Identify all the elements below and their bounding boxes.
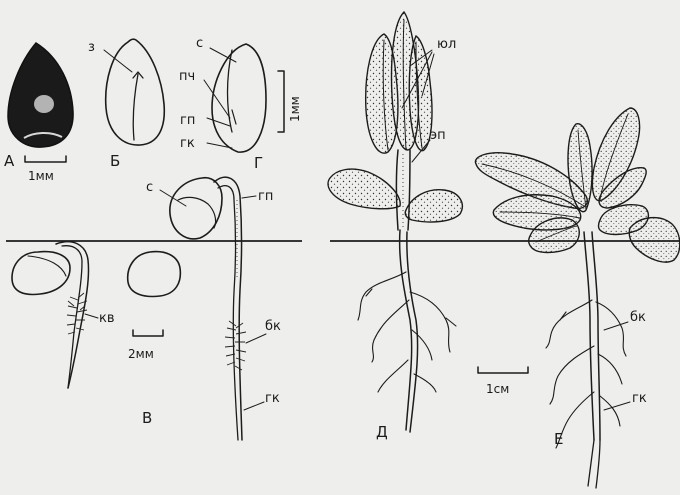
panel-e-letter: Е [554, 430, 563, 448]
seedling-2-root-hairs [225, 321, 246, 370]
label-gp-leader [207, 118, 230, 126]
d-root-main [400, 230, 418, 432]
seedling-1-hypocotyl [56, 242, 89, 388]
label-gk2: гк [265, 391, 280, 406]
e-leaf-right-large [629, 218, 680, 262]
section-cotyledon-line [228, 50, 233, 132]
label-c: с [196, 36, 203, 51]
panel-d-young-plant: юл эп Д [328, 12, 462, 441]
panel-g-embryo-section: с пч гп гк 1мм Г [179, 36, 302, 172]
seedling-1-hypocotyl-b [62, 246, 82, 388]
section-outline [212, 44, 266, 152]
label-c2: с [146, 180, 153, 195]
label-bk-e-leader [604, 322, 628, 330]
panel-b-embryo: з Б [88, 39, 164, 170]
label-gk-leader [207, 143, 232, 148]
label-bk-leader [246, 334, 266, 343]
panel-a-letter: А [4, 152, 15, 170]
section-axis [232, 110, 236, 124]
label-gk2-leader [244, 402, 264, 410]
d-lateral-roots [358, 272, 456, 392]
seed-highlight [34, 95, 54, 113]
panel-v-scale-bar [133, 330, 163, 336]
label-gk-e: гк [632, 391, 647, 406]
seedling-2-hook-b [218, 186, 238, 440]
label-kv-leader [85, 314, 98, 318]
panel-g-letter: Г [254, 154, 263, 172]
panel-e-scale-label: 1см [486, 382, 509, 396]
label-gp: гп [180, 113, 195, 128]
e-stem [584, 232, 600, 440]
label-bk-e: бк [630, 310, 646, 325]
panel-v-scale-label: 2мм [128, 347, 154, 361]
label-gk: гк [180, 136, 195, 151]
label-z: з [88, 40, 95, 55]
label-gp2-leader [242, 196, 256, 198]
e-root-tip [588, 440, 600, 488]
panel-a-scale-label: 1мм [28, 169, 54, 183]
label-pch-leader [204, 80, 230, 118]
panel-b-letter: Б [110, 152, 120, 170]
panel-g-scale-label: 1мм [288, 96, 302, 122]
panel-g-scale-bar [278, 71, 284, 132]
e-lateral-roots [546, 300, 626, 448]
seedling-2-cotyledons [170, 178, 222, 239]
seedling-1-seed-inner [28, 256, 66, 276]
panel-a-scale-bar [25, 156, 66, 162]
label-ep: эп [430, 128, 446, 143]
panel-v-letter: В [142, 409, 152, 427]
d-cotyledon-right [405, 190, 462, 222]
seedling-2-seed [128, 252, 181, 297]
seedling-2-cotyledon-inner [178, 197, 216, 228]
panel-v-germination: кв с гп бк гк 2мм В [12, 177, 281, 440]
d-cotyledon-left [328, 169, 400, 209]
panel-d-letter: Д [376, 423, 388, 441]
panel-e-older-plant: бк гк 1см Е [475, 108, 679, 488]
panel-e-scale-bar [478, 367, 528, 373]
label-yul: юл [437, 37, 456, 52]
label-gp2: гп [258, 189, 273, 204]
embryo-midline [133, 74, 138, 140]
panel-a-seed: 1мм А [4, 43, 73, 183]
label-kv: кв [99, 311, 115, 326]
label-bk: бк [265, 319, 281, 334]
label-pch: пч [179, 69, 195, 84]
seed-body [8, 43, 73, 147]
